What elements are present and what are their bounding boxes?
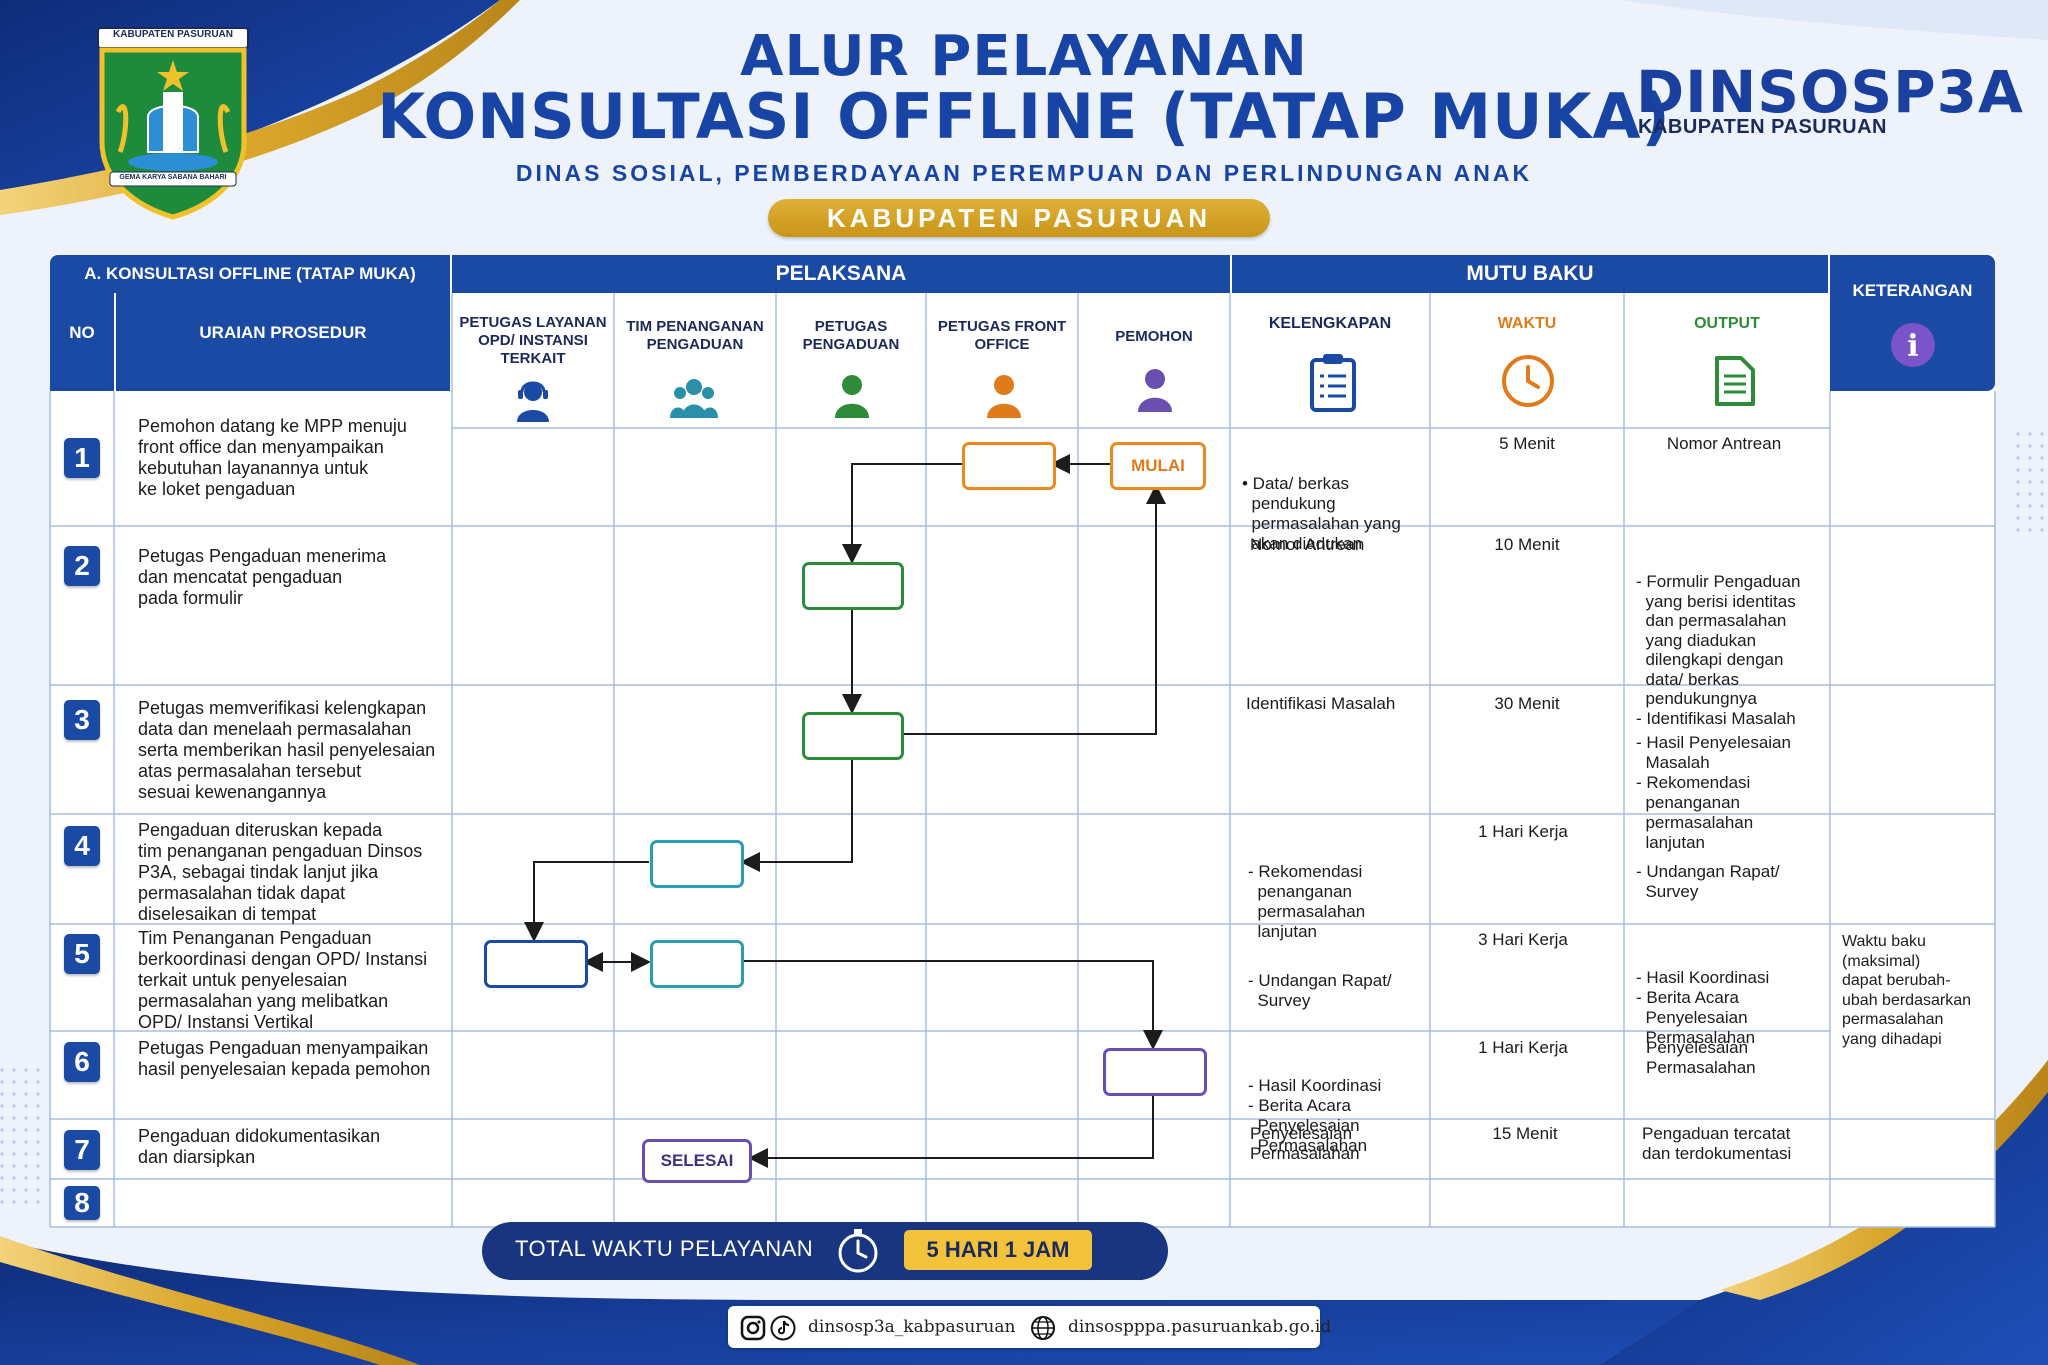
flow-start-mulai: MULAI bbox=[1110, 442, 1206, 490]
row-4-kelengkapan: - Rekomendasi penanganan permasalahan la… bbox=[1248, 862, 1366, 941]
row-3-waktu: 30 Menit bbox=[1494, 694, 1560, 713]
col-waktu: WAKTU bbox=[1497, 315, 1557, 332]
page-subtitle: DINAS SOSIAL, PEMBERDAYAAN PEREMPUAN DAN… bbox=[515, 160, 1533, 186]
row-2-output: - Formulir Pengaduan yang berisi identit… bbox=[1636, 572, 1801, 728]
globe-icon bbox=[1031, 1316, 1055, 1340]
team-icon bbox=[670, 379, 718, 418]
row-number: 2 bbox=[64, 546, 100, 586]
brand-logo-text: DINSOSP3A bbox=[1636, 58, 2024, 126]
col-tim-penanganan: TIM PENANGANAN PENGADUAN bbox=[626, 318, 764, 353]
clock-icon bbox=[1502, 355, 1554, 407]
total-time-label: TOTAL WAKTU PELAYANAN bbox=[515, 1236, 814, 1261]
person-icon-pengaduan bbox=[835, 375, 869, 418]
keterangan-note: Waktu baku(maksimal)dapat berubah-ubah b… bbox=[1842, 933, 1971, 1048]
col-petugas-front-office: PETUGAS FRONT OFFICE bbox=[937, 318, 1067, 353]
pelaksana-header: PELAKSANA bbox=[775, 262, 907, 285]
emblem-caption: KABUPATEN PASURUAN bbox=[113, 29, 233, 40]
row-7-waktu: 15 Menit bbox=[1492, 1124, 1558, 1143]
col-uraian-header-bg bbox=[116, 293, 450, 391]
row-number: 8 bbox=[64, 1186, 100, 1220]
section-title: A. KONSULTASI OFFLINE (TATAP MUKA) bbox=[84, 264, 416, 283]
row-2-waktu: 10 Menit bbox=[1494, 535, 1560, 554]
row-number: 6 bbox=[64, 1042, 100, 1082]
col-no-header: NO bbox=[69, 323, 95, 342]
page-title-line2: KONSULTASI OFFLINE (TATAP MUKA) bbox=[377, 80, 1671, 153]
col-petugas-layanan-opd: PETUGAS LAYANAN OPD/ INSTANSI TERKAIT bbox=[459, 314, 607, 367]
col-uraian-header: URAIAN PROSEDUR bbox=[199, 323, 367, 342]
person-icon-front-office bbox=[987, 375, 1021, 418]
row-number: 3 bbox=[64, 700, 100, 740]
row-6-kelengkapan: - Hasil Koordinasi- Berita Acara Penyele… bbox=[1248, 1076, 1382, 1155]
section-header-bg bbox=[50, 255, 450, 293]
social-handle: dinsosp3a_kabpasuruan bbox=[808, 1317, 1016, 1337]
social-info-bar: dinsosp3a_kabpasuruan dinsospppa.pasurua… bbox=[728, 1306, 1331, 1348]
row-number: 7 bbox=[64, 1130, 100, 1170]
col-output: OUTPUT bbox=[1694, 315, 1760, 332]
brand-subtitle: KABUPATEN PASURUAN bbox=[1638, 116, 1887, 138]
row-number: 1 bbox=[64, 438, 100, 478]
row-5-waktu: 3 Hari Kerja bbox=[1478, 930, 1568, 949]
row-3-kelengkapan: Identifikasi Masalah bbox=[1246, 694, 1396, 713]
col-no-header-bg bbox=[50, 293, 114, 391]
row-5-kelengkapan: - Undangan Rapat/ Survey bbox=[1248, 971, 1392, 1010]
page-title-line1: ALUR PELAYANAN bbox=[740, 24, 1308, 89]
flow-box-tim-terima bbox=[650, 840, 744, 888]
row-5-output: - Hasil Koordinasi- Berita Acara Penyele… bbox=[1636, 968, 1770, 1047]
mutu-header-bg bbox=[1232, 255, 1828, 293]
region-pill: KABUPATEN PASURUAN bbox=[768, 199, 1270, 237]
headset-person-icon bbox=[517, 381, 549, 422]
person-icon-pemohon bbox=[1138, 369, 1172, 412]
pelaksana-header-bg bbox=[452, 255, 1230, 293]
document-icon bbox=[1715, 356, 1755, 406]
row-number: 4 bbox=[64, 826, 100, 866]
kabupaten-emblem-logo bbox=[97, 27, 249, 220]
mutu-header: MUTU BAKU bbox=[1466, 262, 1594, 285]
row-2-kelengkapan: Nomor Antrean bbox=[1250, 535, 1365, 554]
col-kelengkapan: KELENGKAPAN bbox=[1268, 315, 1392, 332]
flow-box-opd-koordinasi bbox=[484, 940, 588, 988]
instagram-icon bbox=[740, 1315, 766, 1341]
flow-box-pengaduan-verifikasi bbox=[802, 712, 904, 760]
flow-box-pengaduan-catat bbox=[802, 562, 904, 610]
row-1-output: Nomor Antrean bbox=[1666, 434, 1782, 453]
row-1-waktu: 5 Menit bbox=[1499, 434, 1555, 453]
keterangan-header: KETERANGAN bbox=[1852, 281, 1973, 300]
clipboard-icon bbox=[1310, 354, 1356, 412]
row-6-waktu: 1 Hari Kerja bbox=[1478, 1038, 1568, 1057]
info-icon: i bbox=[1891, 323, 1935, 367]
row-number: 5 bbox=[64, 934, 100, 974]
col-pemohon: PEMOHON bbox=[1115, 328, 1193, 345]
flow-end-selesai: SELESAI bbox=[642, 1139, 752, 1183]
flow-box-pemohon-terima bbox=[1103, 1048, 1207, 1096]
website-link[interactable]: dinsospppa.pasuruankab.go.id bbox=[1068, 1317, 1332, 1337]
tiktok-icon bbox=[770, 1315, 796, 1341]
row-1-kelengkapan: • Data/ berkas pendukung permasalahan ya… bbox=[1242, 474, 1401, 553]
total-time-value: 5 HARI 1 JAM bbox=[904, 1230, 1092, 1270]
col-petugas-pengaduan: PETUGAS PENGADUAN bbox=[802, 318, 900, 353]
stopwatch-icon bbox=[838, 1229, 878, 1273]
flow-box-tim-koordinasi bbox=[650, 940, 744, 988]
row-4-waktu: 1 Hari Kerja bbox=[1478, 822, 1568, 841]
emblem-motto: GEMA KARYA SABANA BAHARI bbox=[119, 174, 227, 181]
keterangan-header-bg bbox=[1830, 255, 1995, 391]
svg-text:i: i bbox=[1907, 329, 1918, 364]
flow-box-front-office bbox=[962, 442, 1056, 490]
row-3-output: - Hasil Penyelesaian Masalah- Rekomendas… bbox=[1636, 733, 1791, 852]
row-4-output: - Undangan Rapat/ Survey bbox=[1636, 862, 1780, 901]
